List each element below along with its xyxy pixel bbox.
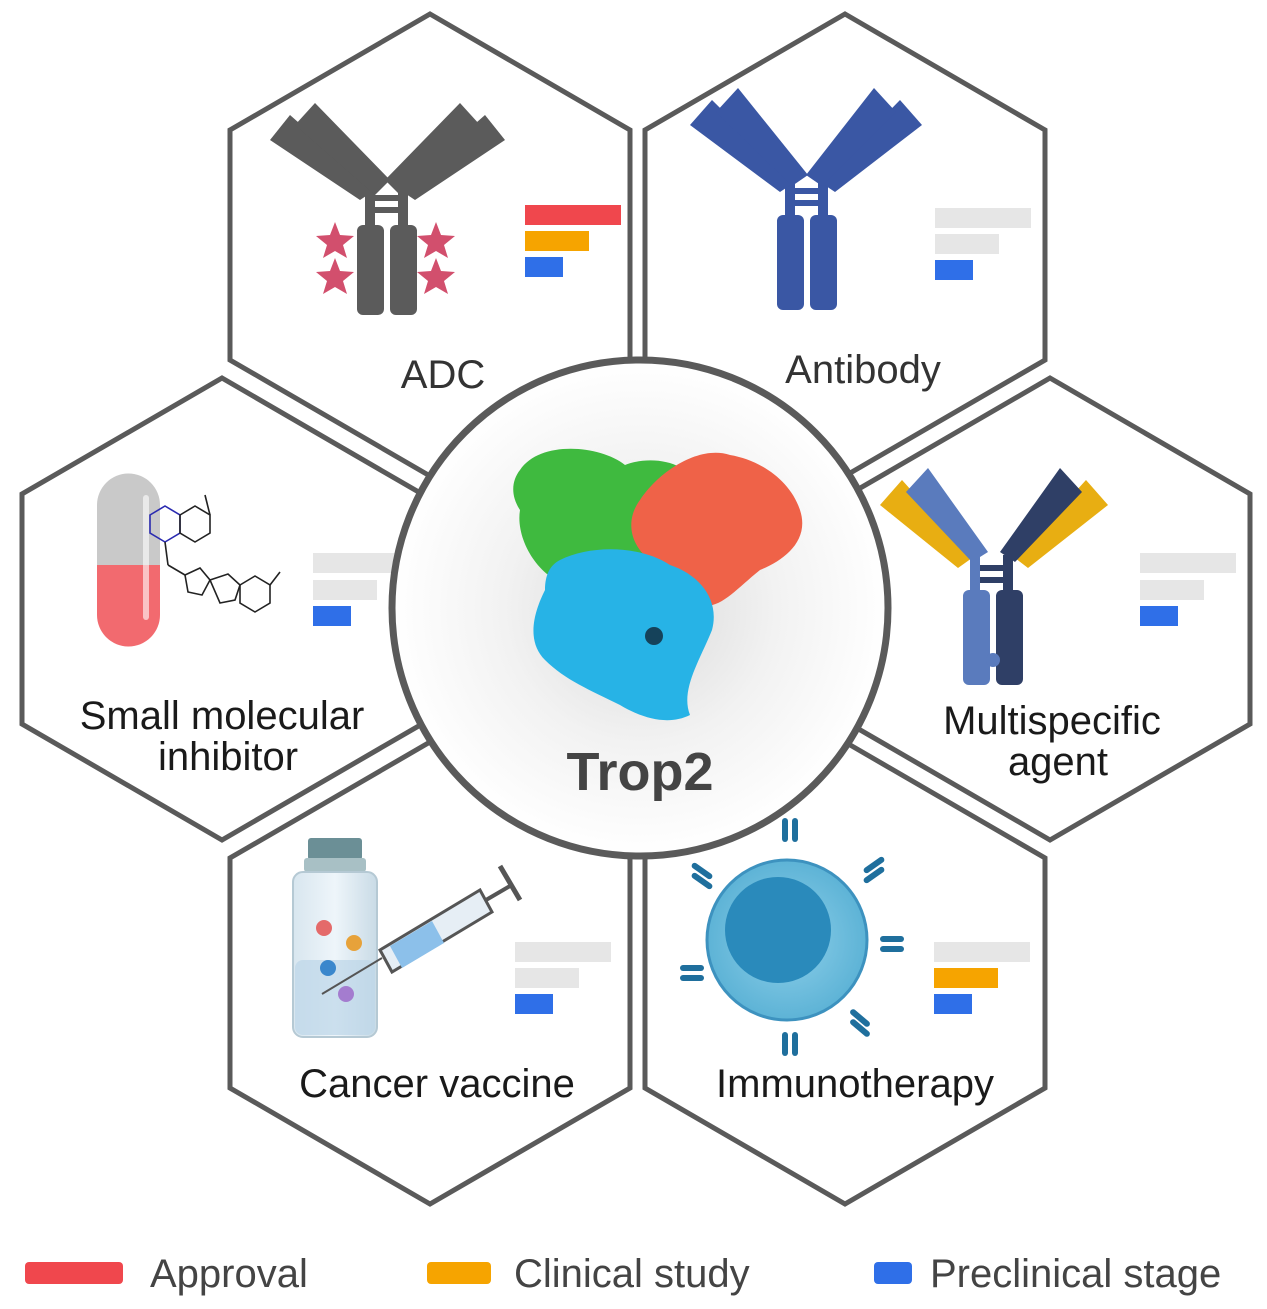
bar-approval — [1140, 553, 1236, 573]
legend-swatch-clinical — [427, 1262, 491, 1284]
vaccine-vial-icon — [292, 838, 378, 1038]
legend-swatch-approval — [25, 1262, 123, 1284]
trop2-protein-structure-icon — [513, 448, 803, 721]
adc-antibody-icon — [270, 103, 505, 315]
label-adc: ADC — [401, 353, 485, 397]
pill-icon — [97, 473, 160, 647]
label-cancer-vaccine: Cancer vaccine — [299, 1062, 575, 1106]
label-multispecific-1: Multispecific — [943, 699, 1161, 743]
legend-swatch-preclinical — [874, 1262, 912, 1284]
label-antibody: Antibody — [785, 348, 941, 392]
center-title: Trop2 — [566, 742, 713, 802]
immune-cell-icon — [680, 818, 904, 1056]
stage-bars-cancer-vaccine — [515, 942, 611, 1014]
bar-preclinical — [515, 994, 553, 1014]
hex-cancer-vaccine: Cancer vaccine — [227, 739, 633, 1207]
legend-label-clinical: Clinical study — [514, 1252, 750, 1296]
stage-bars-small-molecule — [313, 553, 409, 626]
bar-clinical — [525, 231, 589, 251]
bar-clinical — [1140, 580, 1204, 600]
legend: Approval Clinical study Preclinical stag… — [25, 1252, 1221, 1296]
stage-bars-antibody — [935, 208, 1031, 280]
bar-preclinical — [313, 606, 351, 626]
stage-bars-multispecific — [1140, 553, 1236, 626]
bar-clinical — [515, 968, 579, 988]
bar-clinical — [935, 234, 999, 254]
bar-clinical — [934, 968, 998, 988]
center-trop2: Trop2 — [388, 356, 892, 860]
legend-clinical: Clinical study — [427, 1252, 750, 1296]
label-small-molecule-2: inhibitor — [158, 735, 298, 779]
label-small-molecule-1: Small molecular — [80, 694, 365, 738]
bar-preclinical — [525, 257, 563, 277]
bar-preclinical — [935, 260, 973, 280]
bar-preclinical — [934, 994, 972, 1014]
bar-approval — [934, 942, 1030, 962]
legend-label-preclinical: Preclinical stage — [930, 1252, 1221, 1296]
drug-payload-icons — [316, 222, 455, 294]
bar-clinical — [313, 580, 377, 600]
label-immunotherapy: Immunotherapy — [716, 1062, 994, 1106]
hex-multispecific: Multispecific agent — [847, 375, 1253, 843]
legend-label-approval: Approval — [150, 1252, 308, 1296]
hex-small-molecule: Small molecular inhibitor — [19, 375, 425, 843]
stage-bars-immunotherapy — [934, 942, 1030, 1014]
hex-immunotherapy: Immunotherapy — [642, 739, 1048, 1207]
hex-adc: ADC — [227, 11, 633, 479]
syringe-icon — [321, 864, 523, 995]
bar-approval — [935, 208, 1031, 228]
antibody-icon — [690, 88, 922, 310]
label-multispecific-2: agent — [1008, 740, 1108, 784]
bar-approval — [525, 205, 621, 225]
bar-preclinical — [1140, 606, 1178, 626]
bispecific-antibody-icon — [880, 468, 1108, 685]
stage-bars-adc — [525, 205, 621, 277]
legend-approval: Approval — [25, 1252, 308, 1296]
bar-approval — [313, 553, 409, 573]
legend-preclinical: Preclinical stage — [874, 1252, 1221, 1296]
bar-approval — [515, 942, 611, 962]
chemical-structure-icon — [149, 494, 281, 613]
